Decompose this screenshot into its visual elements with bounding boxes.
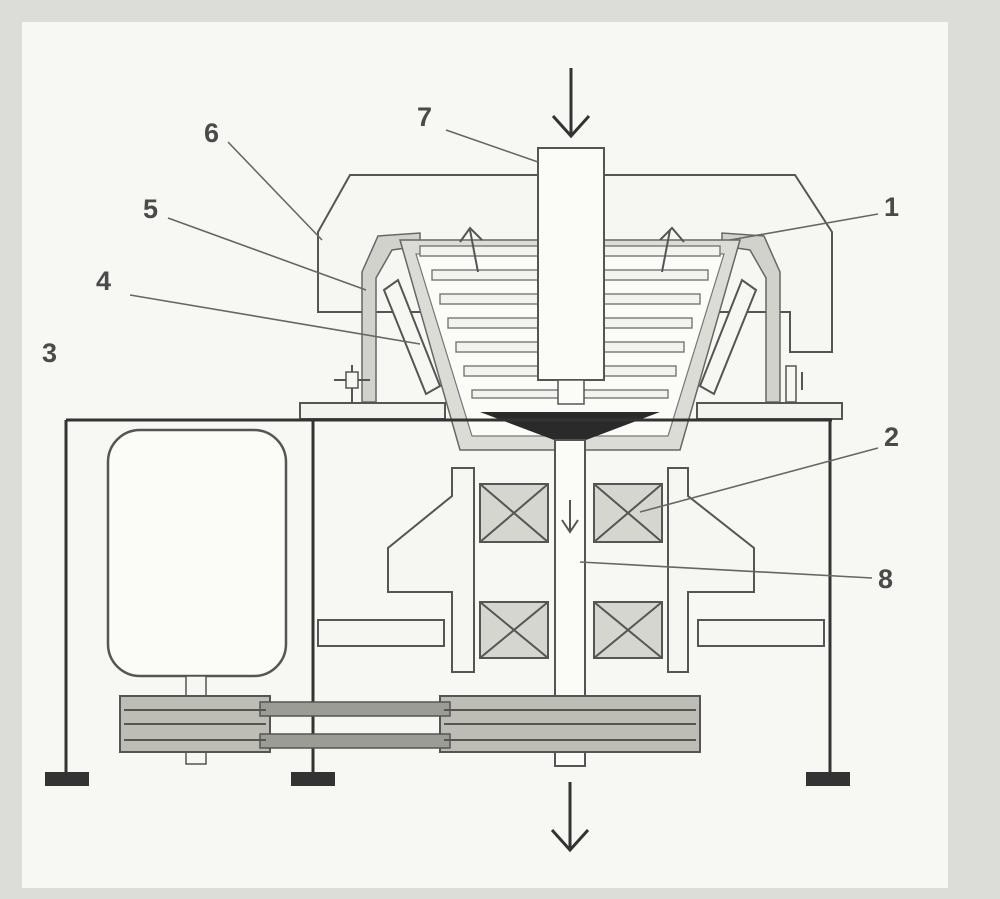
feed-in-arrow [551,68,591,139]
callout-1: 1 [884,192,899,222]
bolt-left [334,365,370,402]
outflow-arrow-left [459,226,483,273]
leader-line-2 [639,447,879,513]
callout-7: 7 [417,102,432,132]
base-plate-right [696,402,843,420]
bolt-right [785,365,803,403]
callout-2: 2 [884,422,899,452]
shaft-flow-arrow [561,500,579,534]
callout-3: 3 [42,338,57,368]
bearing-housing-left [387,467,475,673]
base-plate-left [299,402,446,420]
support-arm-right [697,619,825,647]
scraper-left [382,278,442,396]
belt-drive [119,695,701,753]
bearing-housing-right [667,467,755,673]
bearing-lower-right [593,601,663,659]
bearing-lower-left [479,601,549,659]
feed-pipe [537,147,605,381]
callout-5: 5 [143,194,158,224]
leader-line-7 [445,129,539,163]
foot-left [45,772,89,786]
scraper-right [698,278,758,396]
bearing-upper-left [479,483,549,543]
callout-6: 6 [204,118,219,148]
outflow-arrow-right [659,226,685,273]
leader-line-5 [167,217,367,291]
leader-line-1 [729,213,879,241]
feed-pipe-stem [557,379,585,405]
bearing-upper-right [593,483,663,543]
outlet-arrow [550,782,590,853]
motor [106,428,288,678]
leader-line-4 [129,294,421,345]
support-arm-left [317,619,445,647]
callout-8: 8 [878,564,893,594]
leader-line-6 [227,141,323,241]
foot-right [806,772,850,786]
foot-middle [291,772,335,786]
leader-line-8 [579,561,873,579]
callout-4: 4 [96,266,111,296]
